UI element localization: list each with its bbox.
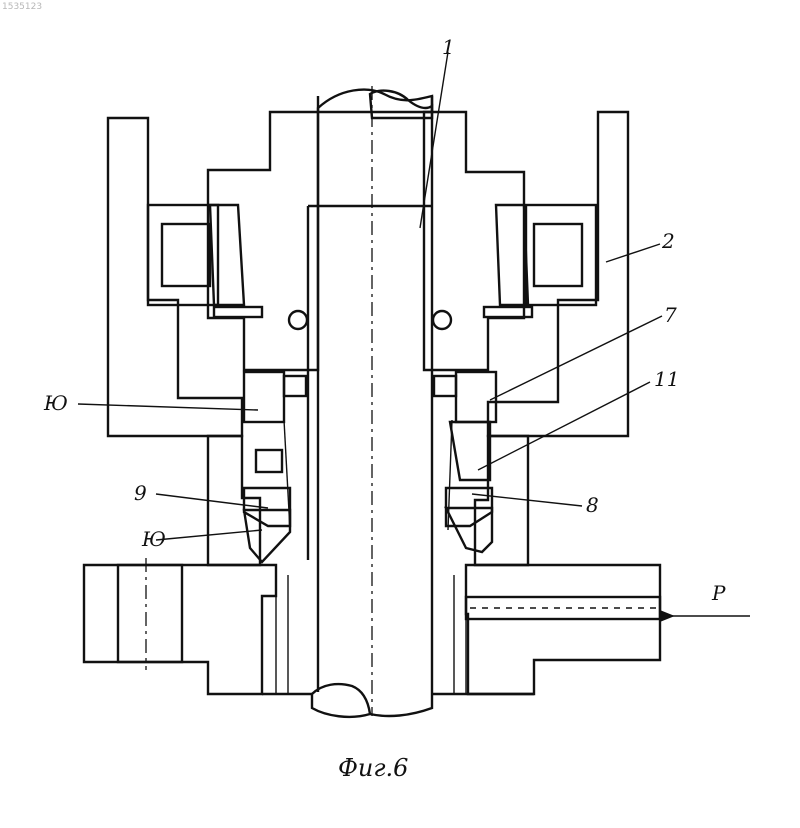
label-chamber: 11 [654, 367, 679, 391]
label-seal-lower: 8 [586, 493, 599, 517]
seal-pack-right [434, 372, 496, 552]
label-ring-10-upper: Ю [43, 391, 68, 415]
label-housing: 2 [661, 229, 675, 253]
figure-caption: Фиг.6 [338, 754, 408, 782]
label-ring-10-lower: Ю [141, 527, 166, 551]
o-ring-right [433, 311, 451, 329]
label-seal-upper: 7 [664, 303, 677, 327]
label-shaft: 1 [442, 35, 455, 59]
label-pressure: P [711, 581, 726, 605]
o-ring-left [289, 311, 307, 329]
label-ring-9: 9 [134, 481, 147, 505]
document-number: 1535123 [2, 2, 42, 12]
rotor-sleeve [208, 112, 524, 370]
shaft [308, 86, 432, 717]
seal-pack-left [244, 372, 306, 562]
